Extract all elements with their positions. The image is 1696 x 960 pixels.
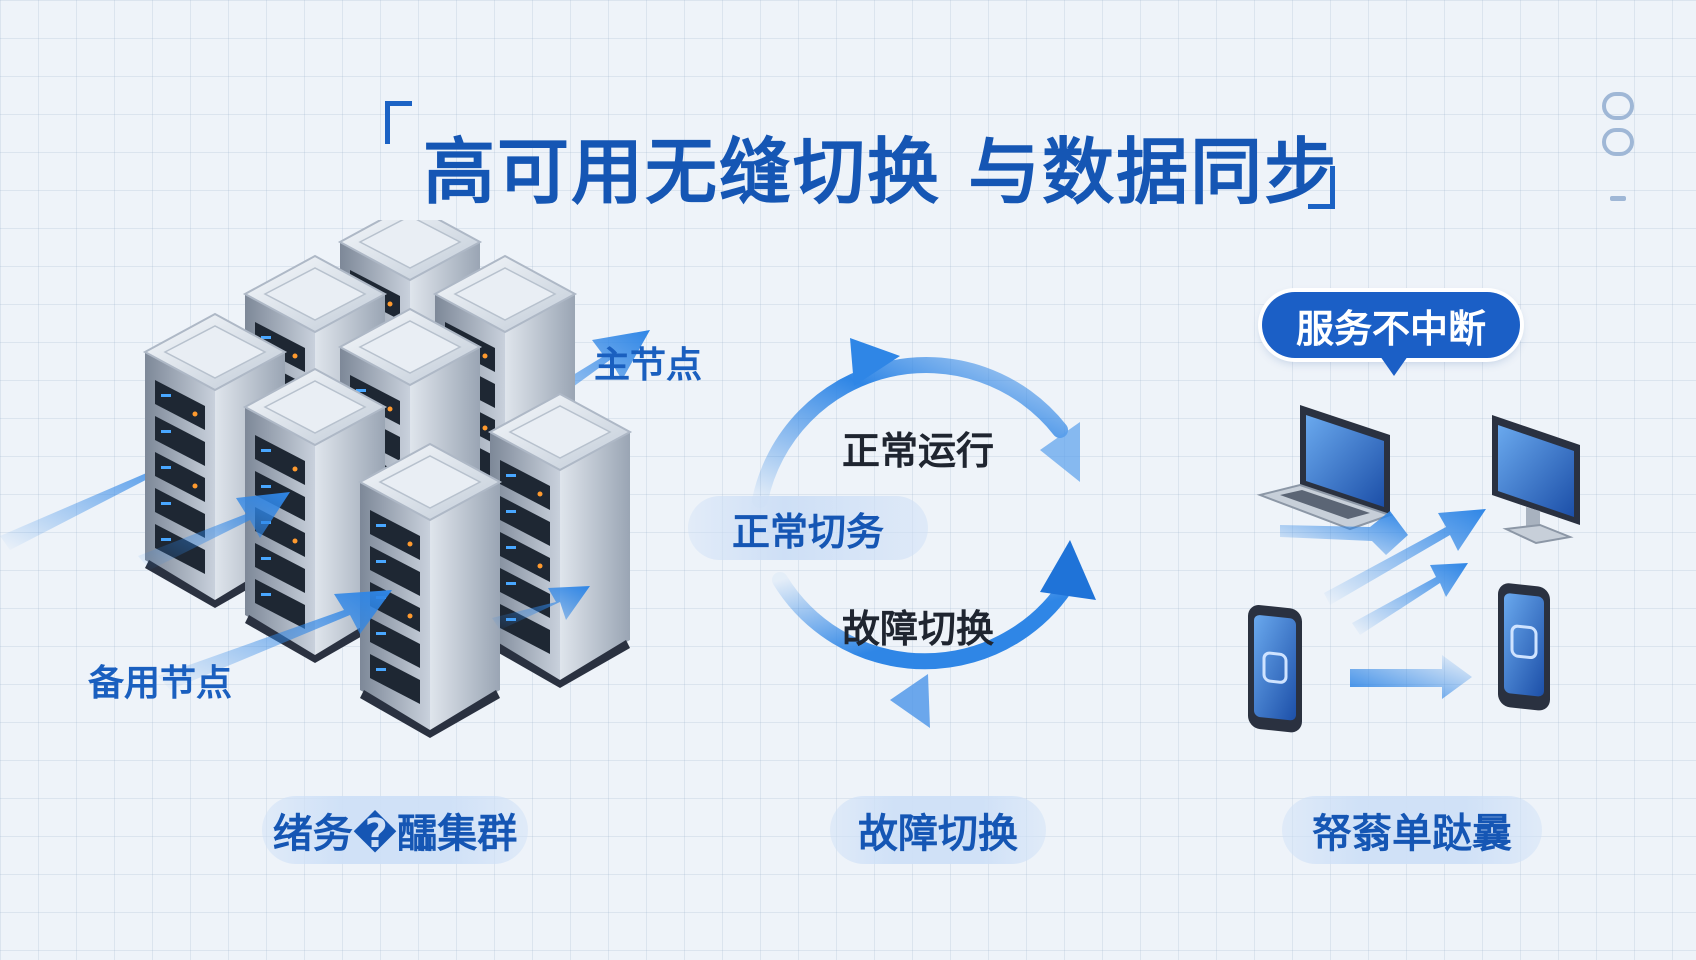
laptop-icon — [1256, 405, 1394, 531]
cycle-arrow-icon — [752, 338, 1096, 728]
failover-label: 故障切换 — [842, 607, 995, 651]
smartphone-icon — [1248, 605, 1302, 733]
clients-caption: 帑蓊单跶曩 — [1312, 811, 1512, 857]
title-block: 高可用无缝切换 与数据同步 — [385, 95, 1339, 215]
speech-bubble-tail — [1380, 356, 1408, 376]
clients-caption-pill: 帑蓊单跶曩 — [1282, 796, 1542, 864]
cluster-caption-pill: 绪务�醽集群 — [262, 796, 528, 864]
title-bracket-close — [1308, 166, 1335, 209]
page-title: 高可用无缝切换 与数据同步 — [423, 130, 1339, 214]
normal-operation-label: 正常运行 — [842, 429, 995, 473]
backup-node-label: 备用节点 — [88, 663, 233, 704]
server-cluster — [0, 220, 650, 739]
primary-node-label: 主节点 — [594, 345, 703, 386]
monitor-icon — [1492, 415, 1580, 545]
sync-arrow-icon — [1280, 509, 1486, 699]
failover-caption: 故障切换 — [858, 811, 1018, 857]
sidebar-toggle-icon — [1602, 92, 1634, 201]
service-uninterrupted-label: 服务不中断 — [1295, 306, 1486, 351]
sync-arrow-icon — [138, 492, 590, 690]
failover-caption-pill: 故障切换 — [830, 796, 1046, 864]
cluster-caption: 绪务�醽集群 — [272, 811, 518, 857]
client-devices — [1248, 405, 1580, 733]
smartphone-icon — [1498, 583, 1550, 711]
title-bracket-open — [385, 101, 412, 144]
normal-switch-pill: 正常切务 — [688, 496, 928, 560]
server-rack-icon — [489, 393, 631, 689]
speech-bubble-icon: 服务不中断 — [1262, 292, 1520, 358]
normal-switch-label: 正常切务 — [731, 509, 884, 554]
